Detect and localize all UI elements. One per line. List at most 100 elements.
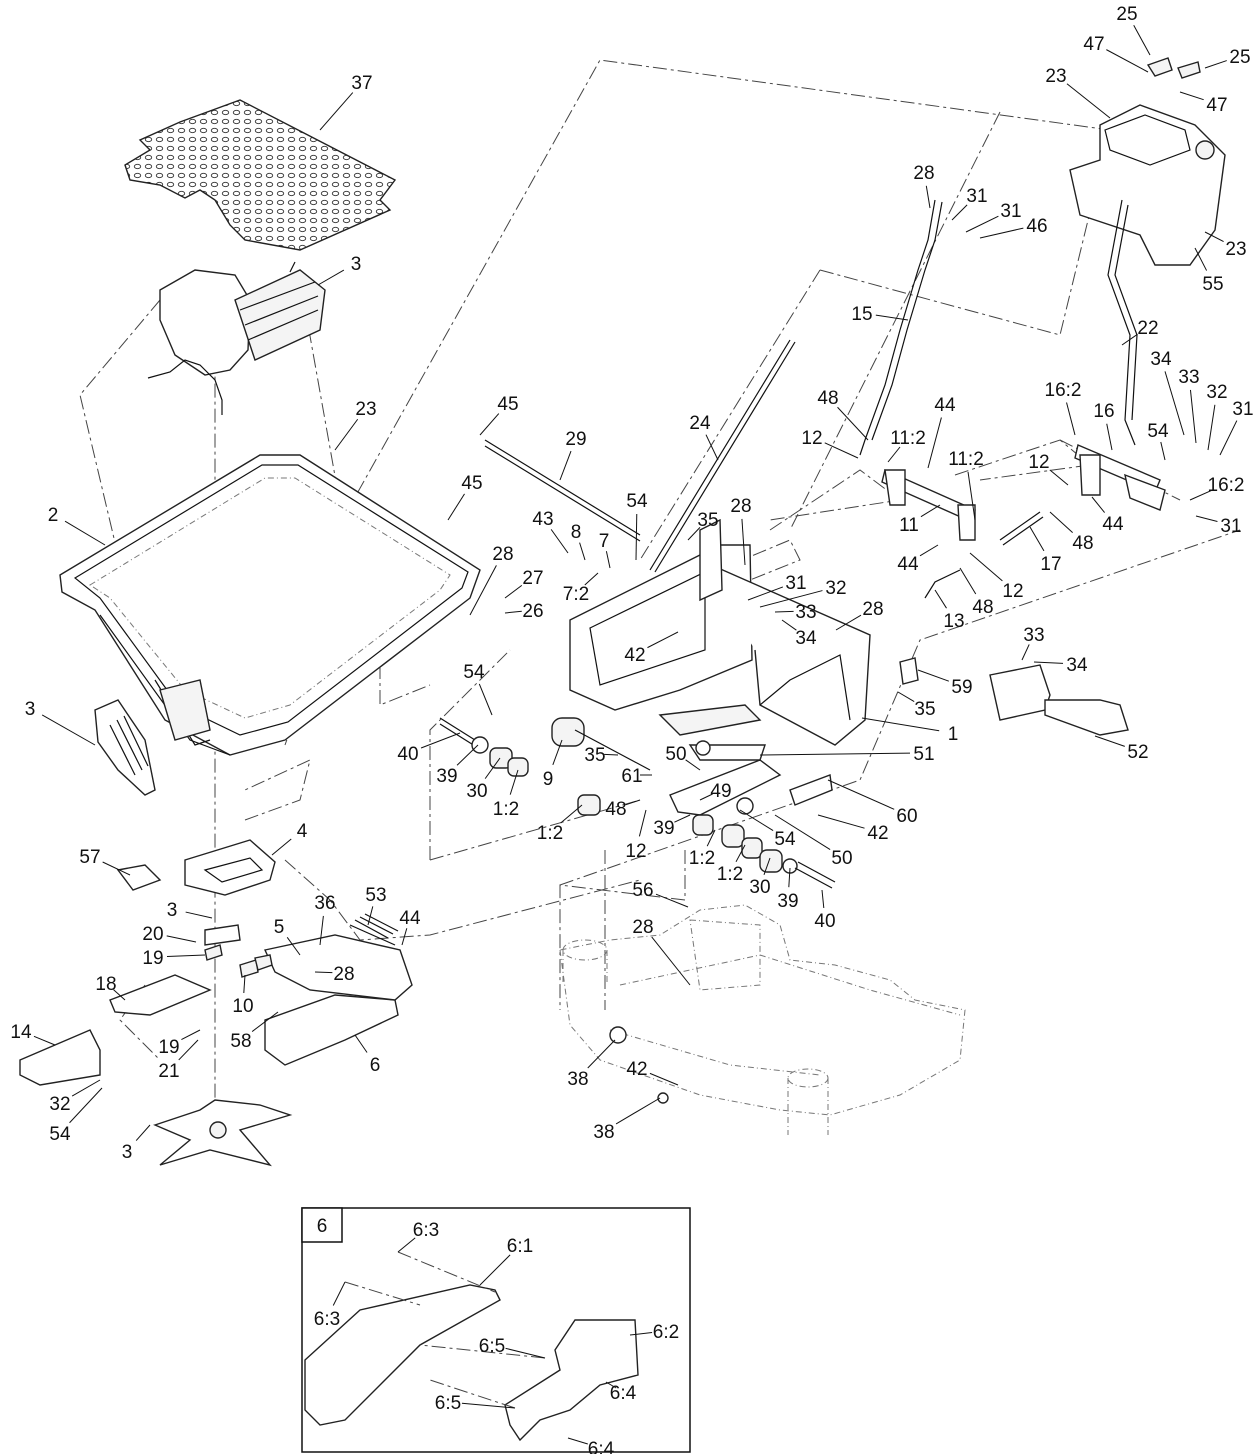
callout-leader-92 [185,911,213,919]
callout-leader-40 [550,529,569,554]
callout-label-89: 1:2 [717,864,743,885]
callout-label-74: 61 [621,766,642,787]
callout-leader-60 [647,631,679,649]
callout-leader-51 [759,590,823,608]
callout-leader-33 [447,493,465,521]
callout-label-81: 54 [774,829,796,850]
callout-leader-54 [504,610,522,614]
callout-leader-0 [1133,25,1151,56]
callout-leader-47 [469,565,497,616]
callout-label-71: 52 [1127,742,1148,763]
callout-leader-26 [824,442,859,459]
callout-label-2: 25 [1229,47,1250,68]
callout-label-23: 23 [355,399,376,420]
callout-label-95: 36 [314,893,335,914]
callout-leader-99 [651,936,691,986]
callout-leader-112 [71,1079,101,1097]
callout-label-84: 4 [297,821,308,842]
callout-label-26: 12 [801,428,822,449]
callout-label-93: 53 [365,885,386,906]
callout-label-104: 10 [232,996,253,1017]
callout-label-42: 7 [599,531,610,552]
callout-leader-46 [1029,526,1045,552]
callout-leader-89 [735,844,746,863]
callout-leader-11 [1194,247,1208,271]
callout-label-63: 59 [951,677,972,698]
inset-callout-label-2: 6:3 [314,1309,340,1330]
callout-label-36: 28 [730,496,751,517]
callout-leader-73 [552,739,563,766]
callout-leader-41 [579,542,586,561]
callout-label-50: 31 [785,573,806,594]
callout-label-62: 54 [463,662,485,683]
callout-label-97: 20 [142,924,163,945]
callout-leader-17 [1207,404,1216,451]
inset-callout-leader-1 [479,1254,511,1286]
callout-label-83: 1:2 [537,823,563,844]
callout-label-112: 32 [49,1094,70,1115]
callout-label-106: 58 [230,1031,251,1052]
callout-label-54: 26 [522,601,543,622]
callout-label-80: 39 [653,818,674,839]
callout-label-49: 7:2 [563,584,589,605]
callout-label-1: 47 [1083,34,1104,55]
callout-label-115: 3 [122,1142,133,1163]
callout-leader-97 [166,935,197,943]
callout-leader-69 [685,759,701,771]
callout-leader-110 [587,1039,616,1069]
callout-leader-113 [615,1097,661,1125]
callout-leader-23 [334,418,359,451]
callout-leader-114 [69,1087,103,1124]
callout-label-60: 42 [624,645,645,666]
callout-label-57: 13 [943,611,964,632]
callout-label-51: 32 [825,578,846,599]
callout-leader-80 [674,814,691,823]
callout-leader-71 [1094,735,1125,747]
callout-leader-62 [478,683,493,716]
callout-label-39: 31 [1220,516,1241,537]
callout-label-17: 32 [1206,382,1227,403]
callout-label-101: 5 [274,917,285,938]
callout-leader-103 [113,989,126,1001]
inset-callout-leader-5 [461,1402,516,1409]
callout-leader-1 [1106,49,1149,73]
callout-leader-68 [456,744,479,766]
inset-callout-leader-0 [397,1237,416,1253]
callout-label-41: 8 [571,522,582,543]
callout-leader-81 [739,809,774,832]
callout-label-99: 28 [632,917,653,938]
callout-leader-14 [1121,333,1138,346]
bellcranks [881,444,1166,541]
callout-leader-6 [925,185,931,209]
callout-leader-39 [1195,515,1218,522]
callout-label-3: 47 [1206,95,1227,116]
callout-label-12: 3 [351,254,362,275]
callout-label-90: 30 [749,877,770,898]
callout-label-27: 11:2 [890,428,926,449]
tractor-chassis [559,904,966,1135]
vent-plate [94,699,156,796]
callout-leader-7 [951,204,968,221]
callout-label-87: 57 [79,847,100,868]
callout-leader-98 [821,889,825,909]
callout-label-43: 35 [697,510,718,531]
callout-leader-19 [1066,402,1076,436]
callout-label-94: 39 [777,891,798,912]
callout-leader-67 [420,732,461,749]
callout-label-44: 48 [1072,533,1093,554]
callout-label-100: 19 [142,948,163,969]
callout-leader-42 [605,551,611,569]
callout-label-69: 50 [665,744,686,765]
callout-leader-79 [827,779,895,810]
callout-leader-43 [687,527,701,541]
callout-label-34: 2 [48,505,59,526]
callout-label-28: 29 [565,429,586,450]
callout-leader-12 [317,269,345,286]
callout-leader-56 [835,614,862,631]
callout-leader-52 [969,552,1003,582]
callout-leader-18 [1219,420,1238,456]
callout-label-47: 28 [492,544,513,565]
callout-labels: 254725472337283131462355315223433323116:… [10,4,1253,1163]
hopper [59,454,481,756]
callout-label-65: 3 [25,699,36,720]
